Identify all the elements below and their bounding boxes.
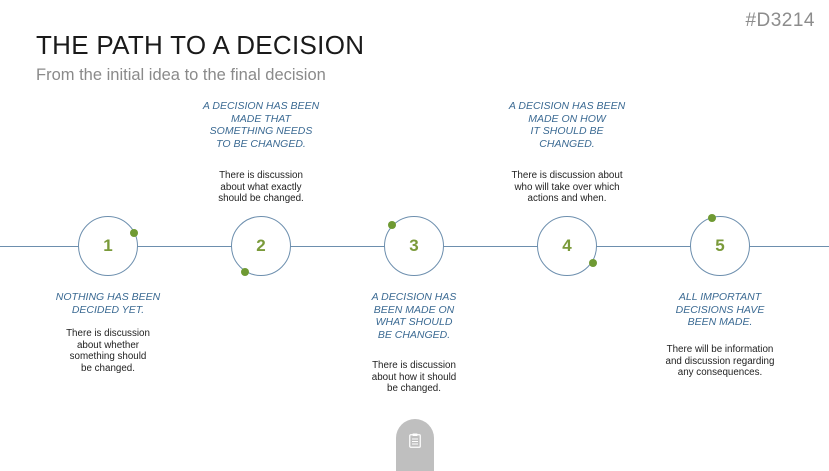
notes-tab[interactable]	[396, 419, 434, 471]
step-1-heading: NOTHING HAS BEEN DECIDED YET.	[55, 291, 161, 316]
step-4-number: 4	[562, 236, 572, 255]
step-1-dot	[130, 229, 138, 237]
step-2-heading: A DECISION HAS BEEN MADE THAT SOMETHING …	[202, 100, 320, 150]
page-subtitle: From the initial idea to the final decis…	[36, 66, 326, 84]
step-4-description: There is discussion about who will take …	[511, 170, 623, 204]
step-4-circle: 4	[537, 216, 597, 276]
step-1-circle: 1	[78, 216, 138, 276]
step-2-number: 2	[256, 236, 266, 255]
step-3-description: There is discussion about how it should …	[371, 360, 457, 394]
slide-id: #D3214	[745, 10, 815, 31]
page-title: THE PATH TO A DECISION	[36, 30, 365, 60]
step-2-description: There is discussion about what exactly s…	[218, 170, 304, 204]
step-1-number: 1	[103, 236, 113, 255]
step-2-circle: 2	[231, 216, 291, 276]
step-4-dot	[589, 259, 597, 267]
step-5-circle: 5	[690, 216, 750, 276]
step-5-number: 5	[715, 236, 725, 255]
clipboard-icon	[409, 433, 421, 448]
step-3-number: 3	[409, 236, 419, 255]
step-1-description: There is discussion about whether someth…	[66, 328, 150, 374]
step-2-dot	[241, 268, 249, 276]
step-5-description: There will be information and discussion…	[665, 344, 775, 378]
step-3-heading: A DECISION HAS BEEN MADE ON WHAT SHOULD …	[371, 291, 457, 341]
step-3-dot	[388, 221, 396, 229]
step-5-heading: ALL IMPORTANT DECISIONS HAVE BEEN MADE.	[675, 291, 765, 328]
step-4-heading: A DECISION HAS BEEN MADE ON HOW IT SHOUL…	[508, 100, 626, 150]
step-5-dot	[708, 214, 716, 222]
